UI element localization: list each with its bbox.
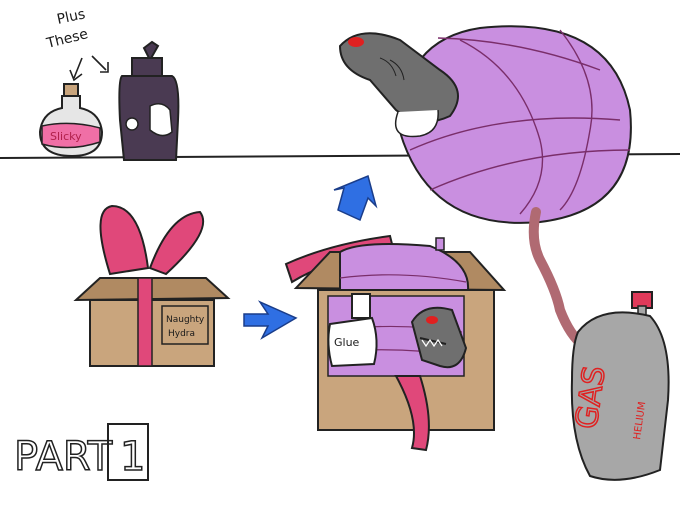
- hydra-head-icon: [410, 306, 468, 369]
- blue-arrow-up-icon: [333, 174, 378, 222]
- part-number-box: [107, 423, 149, 481]
- plus-arrow-left: [69, 57, 83, 82]
- dark-lube-bottle-icon: [118, 40, 180, 161]
- these-text: These: [44, 26, 90, 52]
- slicky-label: Slicky: [50, 130, 82, 143]
- part-number: 1: [120, 434, 145, 480]
- glue-label: Glue: [334, 336, 360, 349]
- blue-arrow-right-icon: [243, 300, 298, 340]
- box-label-line2: Hydra: [168, 329, 195, 339]
- glue-bottle-icon: Glue: [327, 293, 378, 368]
- part-label: PART: [14, 434, 113, 480]
- box-label-line1: Naughty: [166, 315, 205, 325]
- creature-head-icon: [338, 32, 459, 138]
- pink-potion-bottle-icon: Slicky: [38, 83, 104, 158]
- plus-arrow-right: [91, 55, 109, 73]
- helium-tank-icon: GAS HELIUM: [569, 291, 670, 481]
- balloon-hose: [528, 207, 589, 351]
- open-box: [284, 234, 507, 452]
- gift-box-icon: Naughty Hydra: [73, 204, 231, 367]
- plus-text: Plus: [56, 6, 87, 28]
- inflated-balloon-icon: [398, 25, 632, 224]
- tank-helium-text: HELIUM: [632, 401, 648, 440]
